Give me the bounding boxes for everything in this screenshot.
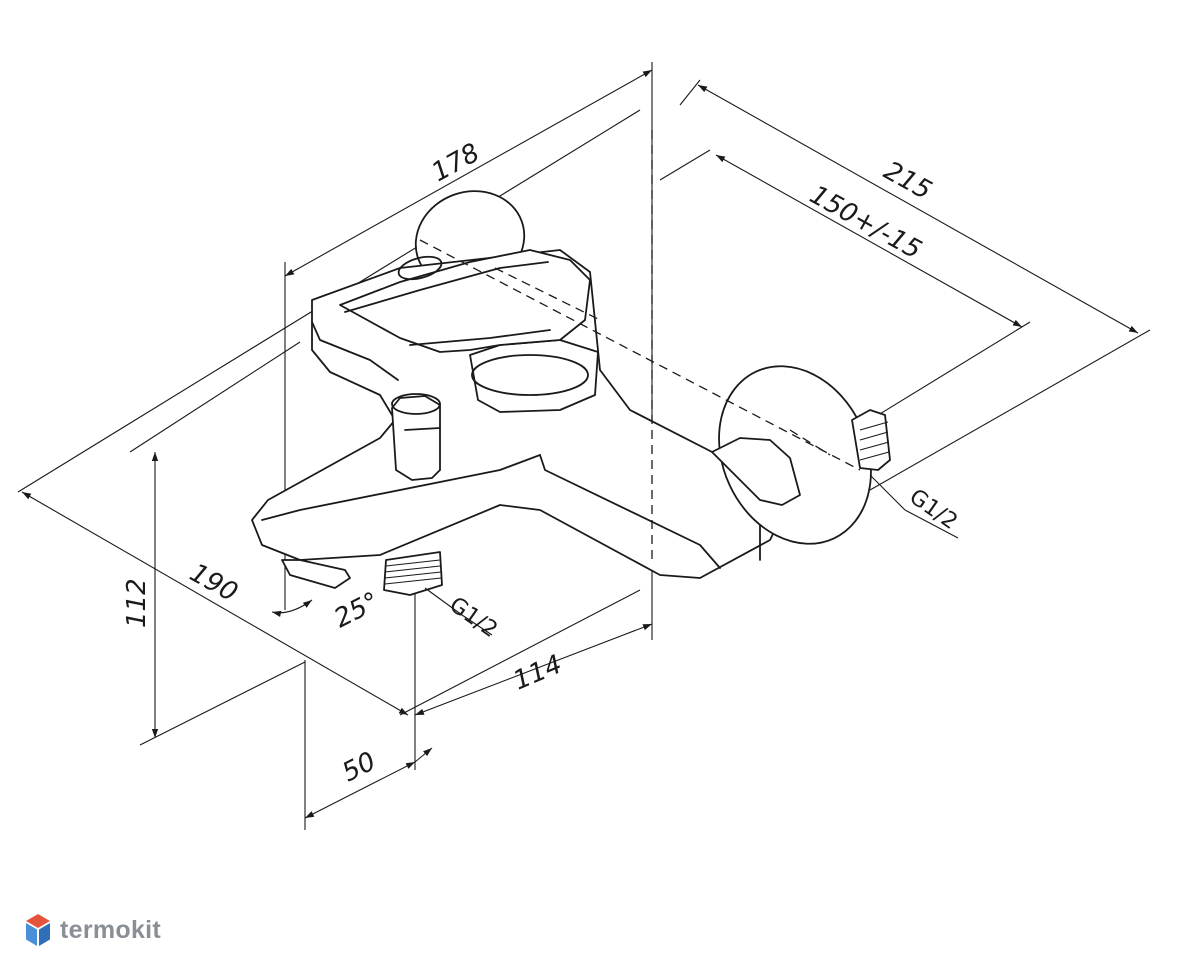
dim-line-178	[284, 69, 653, 277]
dim-line-114	[414, 623, 653, 716]
right-connection	[711, 365, 891, 545]
dim-label-114: 114	[509, 649, 566, 696]
hidden-lines	[419, 130, 861, 560]
dim-line-50-ext	[414, 747, 433, 763]
angle-arc-25	[271, 599, 313, 618]
dim-line-150	[715, 154, 1023, 328]
termokit-logo: termokit	[24, 912, 161, 948]
leader-lines	[424, 474, 959, 636]
dim-label-50: 50	[338, 746, 381, 788]
thread-label-top: G1/2	[905, 484, 962, 535]
cube-logo-icon	[26, 914, 50, 946]
dim-line-215	[697, 84, 1139, 334]
dim-line-50	[304, 761, 416, 819]
dim-label-215: 215	[879, 156, 937, 206]
mixer-body	[251, 249, 791, 589]
dimension-lines	[21, 69, 1139, 819]
dim-label-190: 190	[185, 558, 243, 608]
logo-text: termokit	[60, 915, 162, 944]
dim-label-112: 112	[122, 578, 152, 628]
dim-line-190	[21, 491, 409, 716]
bottom-outlet	[383, 551, 443, 596]
thread-label-bottom: G1/2	[445, 592, 502, 643]
dim-label-angle: 25°	[330, 587, 385, 635]
